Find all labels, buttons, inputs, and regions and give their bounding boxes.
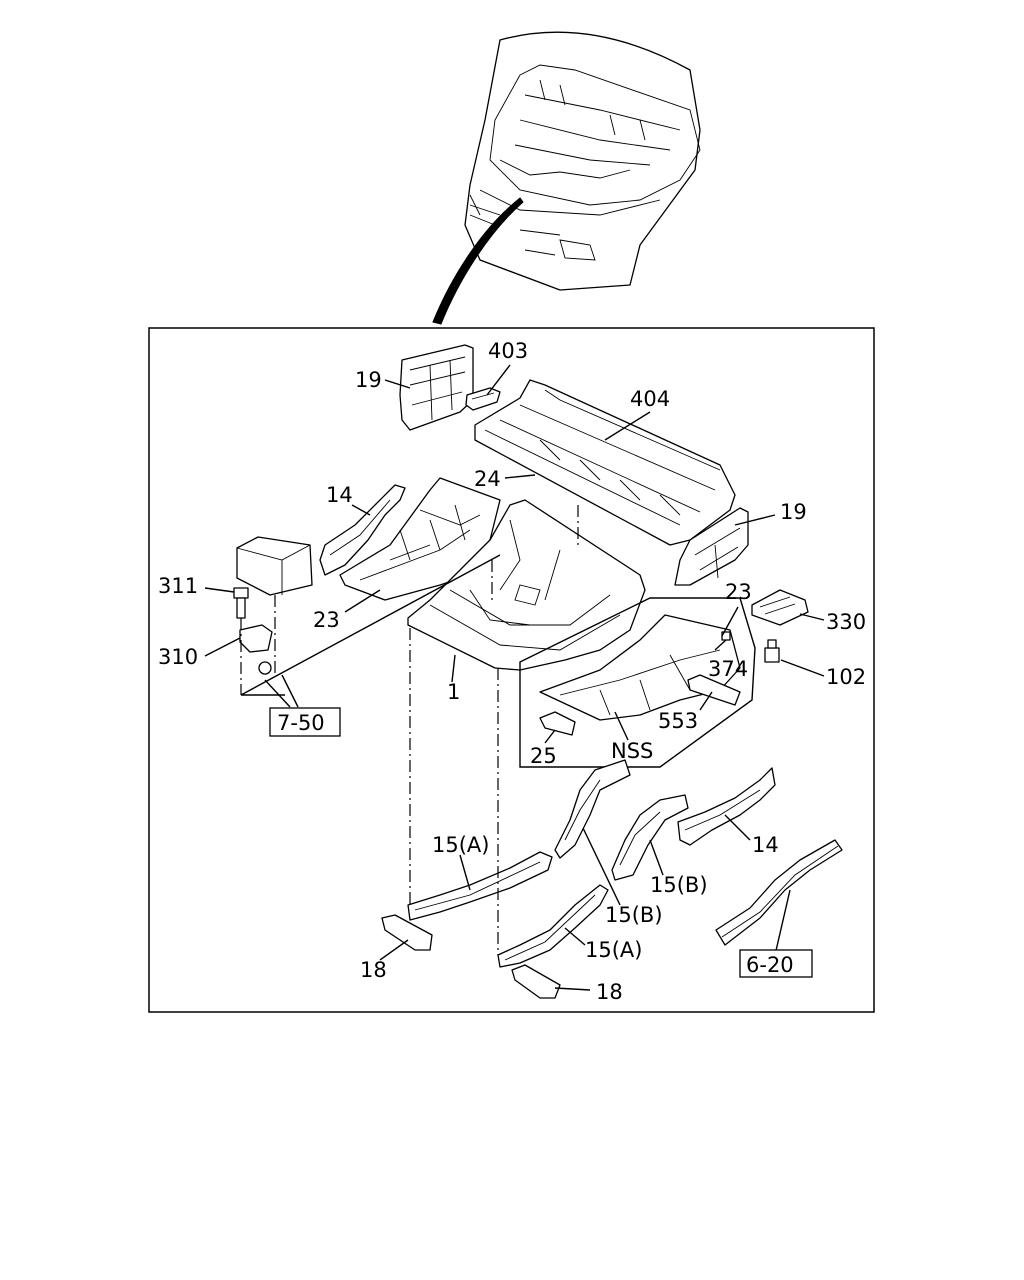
part-15a-left-shape: [407, 851, 553, 921]
part-330-shape: [751, 589, 809, 626]
callout-nss: NSS: [611, 739, 653, 763]
part-cover-box-shape: [236, 536, 313, 596]
callout-6-20: 6-20: [746, 953, 794, 977]
callout-23-right: 23: [725, 580, 752, 604]
callout-330: 330: [826, 610, 866, 634]
part-14-right-shape: [677, 767, 776, 846]
part-404-shape: [474, 379, 736, 546]
callout-14-left: 14: [326, 483, 353, 507]
cab-overview-illustration: [464, 31, 701, 291]
callout-311: 311: [158, 574, 198, 598]
part-1-shape: [407, 499, 646, 671]
callout-403: 403: [488, 339, 528, 363]
callout-24: 24: [474, 467, 501, 491]
ref-box-6-20: [739, 949, 813, 978]
callout-15a-left: 15(A): [432, 833, 489, 857]
ref-box-7-50: [269, 707, 341, 737]
callout-18-right: 18: [596, 980, 623, 1004]
part-18-right-shape: [511, 964, 561, 999]
part-15a-mid-shape: [497, 884, 609, 968]
part-102-shape: [764, 639, 780, 663]
callout-15a-mid: 15(A): [585, 938, 642, 962]
callout-18-left: 18: [360, 958, 387, 982]
callout-19-right: 19: [780, 500, 807, 524]
part-6-20-shape: [715, 839, 843, 946]
main-frame: [148, 327, 875, 1013]
part-14-left-shape: [319, 484, 406, 576]
part-553-shape: [687, 674, 741, 706]
part-18-left-shape: [381, 914, 433, 951]
callout-14-right: 14: [752, 833, 779, 857]
callout-553: 553: [658, 709, 698, 733]
group-7-50-lines: [240, 554, 501, 696]
part-25-shape: [539, 711, 576, 736]
part-19-top-shape: [399, 344, 474, 431]
callout-404: 404: [630, 387, 670, 411]
callout-310: 310: [158, 645, 198, 669]
callout-374: 374: [708, 657, 748, 681]
leader-lines: [204, 364, 825, 991]
part-311-shape: [233, 587, 249, 619]
callout-23-left: 23: [313, 608, 340, 632]
part-15b-mid-shape: [554, 759, 631, 859]
callout-1: 1: [447, 680, 460, 704]
callout-15b-right: 15(B): [650, 873, 708, 897]
part-403-shape: [465, 387, 501, 411]
part-23-right-shape: [539, 614, 741, 721]
part-310-shape: [239, 624, 273, 675]
callout-19-top: 19: [355, 368, 382, 392]
callout-15b-mid: 15(B): [605, 903, 663, 927]
part-19-right-shape: [674, 507, 749, 586]
callout-7-50: 7-50: [277, 711, 325, 735]
callout-25: 25: [530, 744, 557, 768]
callout-102: 102: [826, 665, 866, 689]
overview-leader: [432, 197, 524, 325]
nss-group-outline: [519, 597, 756, 768]
part-15b-right-shape: [611, 794, 689, 881]
